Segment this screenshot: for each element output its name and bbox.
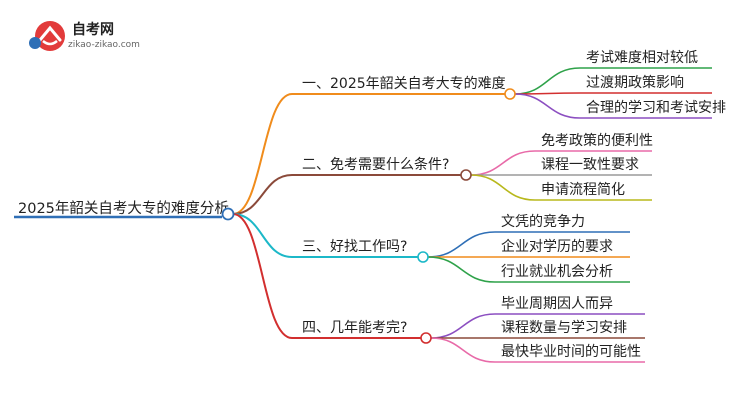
edges (232, 67, 581, 363)
leaf-label-4-2: 课程数量与学习安排 (501, 320, 627, 336)
branch-knob-1[interactable] (504, 88, 516, 100)
branch-knob-2[interactable] (460, 169, 472, 181)
leaf-label-3-3: 行业就业机会分析 (501, 264, 613, 280)
root-node-label: 2025年韶关自考大专的难度分析 (18, 200, 229, 217)
leaf-edge-1-3 (514, 93, 581, 119)
leaf-label-3-1: 文凭的竞争力 (501, 213, 585, 230)
logo-name: 自考网 (72, 21, 114, 38)
logo-arc (42, 40, 58, 46)
branch-label-1: 一、2025年韶关自考大专的难度 (302, 76, 506, 92)
logo-cap-icon (38, 25, 62, 42)
branch-label-4: 四、几年能考完? (302, 320, 407, 336)
leaf-label-2-1: 免考政策的便利性 (541, 132, 653, 149)
branch-edge-3 (232, 213, 293, 258)
logo-circle (35, 21, 65, 51)
branch-edge-4 (232, 213, 293, 339)
root-knob[interactable] (221, 207, 235, 221)
leaf-label-2-2: 课程一致性要求 (541, 157, 639, 173)
leaf-label-1-2: 过渡期政策影响 (586, 74, 684, 91)
leaf-edge-4-1 (430, 313, 496, 339)
leaf-edge-1-1 (514, 67, 581, 95)
branch-knob-4[interactable] (420, 332, 432, 344)
logo: 自考网 zikao-zikao.com (29, 21, 140, 51)
nodes: 2025年韶关自考大专的难度分析 一、2025年韶关自考大专的难度 考试难度相对较低… (14, 50, 726, 363)
branch-edge-2 (232, 174, 293, 215)
branch-label-2: 二、免考需要什么条件? (302, 156, 449, 173)
branch-edge-1 (232, 93, 293, 215)
branch-knob-3[interactable] (417, 251, 429, 263)
logo-url: zikao-zikao.com (68, 40, 140, 50)
leaf-edge-2-3 (470, 174, 536, 201)
leaf-label-2-3: 申请流程简化 (541, 181, 625, 198)
leaf-label-4-3: 最快毕业时间的可能性 (501, 344, 641, 360)
branch-label-3: 三、好找工作吗? (302, 239, 407, 255)
leaf-label-1-3: 合理的学习和考试安排 (586, 100, 726, 116)
leaf-edge-2-1 (470, 150, 536, 176)
leaf-label-4-1: 毕业周期因人而异 (501, 296, 613, 312)
leaf-label-1-1: 考试难度相对较低 (586, 50, 698, 66)
leaf-edge-3-1 (427, 231, 496, 258)
leaf-edge-4-3 (430, 337, 496, 363)
leaf-label-3-2: 企业对学历的要求 (501, 238, 613, 255)
logo-dot (29, 37, 41, 49)
leaf-edge-3-3 (427, 256, 496, 283)
